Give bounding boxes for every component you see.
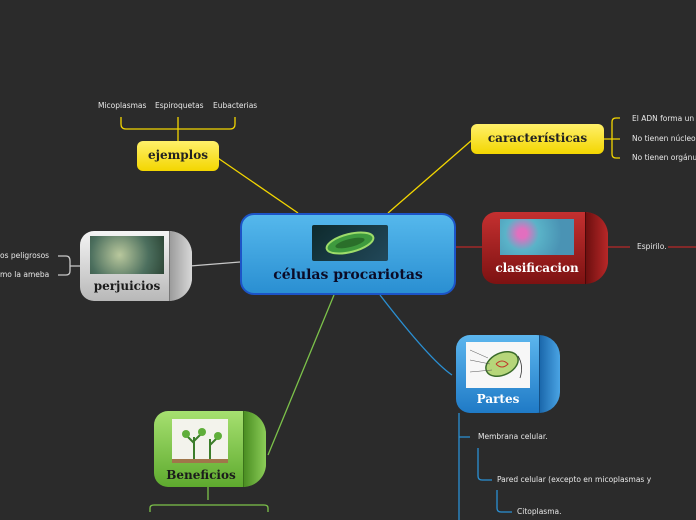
clasificacion-node[interactable]: clasificacion <box>482 212 608 284</box>
ejemplos-title: ejemplos <box>147 148 209 162</box>
perjuicios-title: perjuicios <box>93 279 161 293</box>
ejemplos-node[interactable]: ejemplos <box>137 141 219 171</box>
ejemplos-item-espiroquetas[interactable]: Espiroquetas <box>155 101 204 110</box>
perjuicios-item-peligrosos[interactable]: os peligrosos <box>0 251 50 260</box>
microbes-image <box>500 219 574 255</box>
central-topic-title: células procariotas <box>273 267 423 283</box>
virus-image <box>90 236 164 274</box>
partes-item-membrana[interactable]: Membrana celular. <box>478 432 548 441</box>
perjuicios-item-ameba[interactable]: mo la ameba <box>0 270 50 279</box>
caracteristicas-item-adn[interactable]: El ADN forma un <box>632 114 695 123</box>
ejemplos-item-micoplasmas[interactable]: Micoplasmas <box>98 101 147 110</box>
cell-diagram-image <box>466 342 530 388</box>
plant-diagram-image <box>172 419 228 463</box>
perjuicios-cylinder-cap <box>169 231 192 301</box>
central-topic-node[interactable]: células procariotas <box>240 213 456 295</box>
caracteristicas-item-organulos[interactable]: No tienen orgánu <box>632 153 696 162</box>
clasificacion-item-espirilo[interactable]: Espirilo. <box>637 242 667 251</box>
beneficios-title: Beneficios <box>166 468 236 482</box>
caracteristicas-item-nucleo[interactable]: No tienen núcleo. <box>632 134 696 143</box>
caracteristicas-node[interactable]: características <box>471 124 604 154</box>
partes-cylinder-cap <box>539 335 560 413</box>
bacteria-cell-image <box>312 225 388 261</box>
partes-title: Partes <box>476 392 520 406</box>
beneficios-cylinder-cap <box>243 411 266 487</box>
caracteristicas-title: características <box>487 131 588 145</box>
clasificacion-title: clasificacion <box>495 261 579 275</box>
clasificacion-cylinder-cap <box>585 212 608 284</box>
beneficios-node[interactable]: Beneficios <box>154 411 266 487</box>
partes-item-pared[interactable]: Pared celular (excepto en micoplasmas y <box>497 475 652 484</box>
partes-node[interactable]: Partes <box>456 335 560 413</box>
ejemplos-item-eubacterias[interactable]: Eubacterias <box>213 101 258 110</box>
partes-item-citoplasma[interactable]: Citoplasma. <box>517 507 562 516</box>
perjuicios-node[interactable]: perjuicios <box>80 231 192 301</box>
